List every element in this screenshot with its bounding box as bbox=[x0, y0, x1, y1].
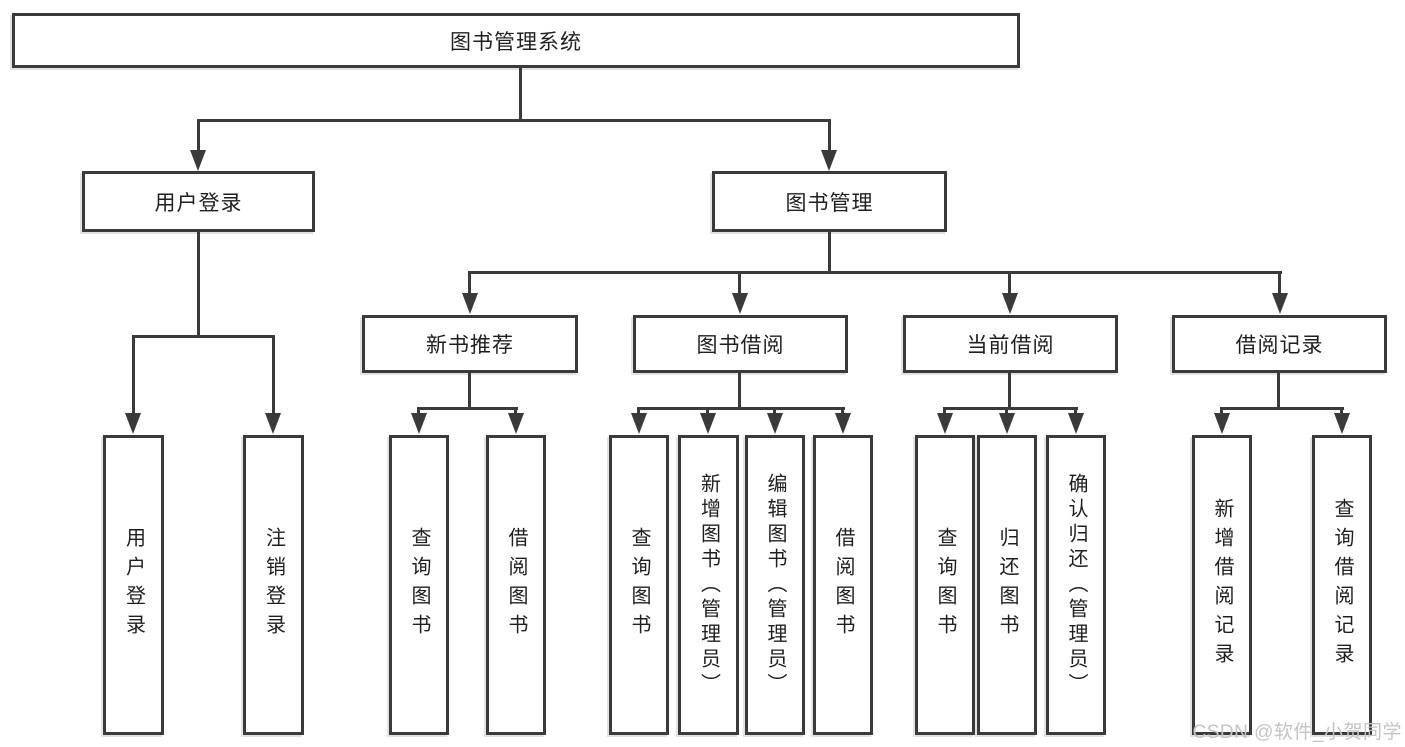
connector-br-split bbox=[1220, 407, 1344, 410]
arrow-down bbox=[821, 150, 837, 171]
arrow-down bbox=[1068, 413, 1084, 434]
connector-nb-arm bbox=[417, 407, 420, 416]
connector-book-mgmt-arm bbox=[1278, 271, 1281, 295]
connector-user-login-arm bbox=[132, 335, 135, 415]
connector-bb-stem bbox=[738, 373, 741, 409]
arrow-down bbox=[125, 413, 141, 434]
connector-user-login-stem bbox=[197, 232, 200, 337]
leaf-br-add-record: 新增借阅记录 bbox=[1192, 435, 1252, 735]
leaf-logout-label: 注销登录 bbox=[262, 527, 285, 643]
leaf-cb-return-books-label: 归还图书 bbox=[996, 527, 1018, 643]
connector-br-stem bbox=[1277, 373, 1280, 409]
leaf-cb-confirm-return-admin-label: 确认归还（管理员） bbox=[1065, 472, 1087, 698]
connector-cb-arm bbox=[943, 407, 946, 416]
connector-bb-arm bbox=[773, 407, 776, 416]
arrow-down bbox=[1272, 293, 1288, 314]
leaf-bb-borrow-books-label: 借阅图书 bbox=[832, 527, 854, 643]
leaf-cb-confirm-return-admin: 确认归还（管理员） bbox=[1046, 435, 1106, 735]
leaf-bb-edit-books-admin-label: 编辑图书（管理员） bbox=[764, 472, 786, 698]
connector-book-mgmt-stem bbox=[828, 232, 831, 273]
arrow-down bbox=[1002, 293, 1018, 314]
connector-book-mgmt-split bbox=[469, 271, 1282, 274]
arrow-down bbox=[508, 413, 524, 434]
node-library-management-system-label: 图书管理系统 bbox=[450, 30, 582, 54]
connector-book-mgmt-arm bbox=[738, 271, 741, 295]
node-library-management-system: 图书管理系统 bbox=[12, 13, 1020, 68]
leaf-bb-borrow-books: 借阅图书 bbox=[813, 435, 873, 735]
leaf-nb-query-books: 查询图书 bbox=[389, 435, 449, 735]
arrow-down bbox=[835, 413, 851, 434]
leaf-br-query-record: 查询借阅记录 bbox=[1312, 435, 1372, 735]
node-book-borrowing: 图书借阅 bbox=[633, 315, 848, 373]
leaf-cb-query-books: 查询图书 bbox=[915, 435, 975, 735]
connector-br-arm bbox=[1340, 407, 1343, 416]
node-book-borrowing-label: 图书借阅 bbox=[696, 334, 785, 357]
watermark: CSDN @软件_小贺同学 bbox=[1192, 722, 1402, 743]
node-new-book-recommend: 新书推荐 bbox=[362, 315, 578, 373]
leaf-bb-query-books: 查询图书 bbox=[609, 435, 669, 735]
connector-bb-arm bbox=[637, 407, 640, 416]
connector-root-right-arm bbox=[828, 119, 831, 152]
connector-user-login-split bbox=[132, 335, 275, 338]
leaf-cb-return-books: 归还图书 bbox=[977, 435, 1037, 735]
arrow-down bbox=[462, 293, 478, 314]
connector-cb-stem bbox=[1008, 373, 1011, 409]
connector-bb-arm bbox=[841, 407, 844, 416]
node-user-login: 用户登录 bbox=[82, 171, 315, 232]
arrow-down bbox=[700, 413, 716, 434]
connector-br-arm bbox=[1220, 407, 1223, 416]
leaf-cb-query-books-label: 查询图书 bbox=[934, 527, 956, 643]
node-new-book-recommend-label: 新书推荐 bbox=[426, 334, 514, 357]
connector-bb-arm bbox=[706, 407, 709, 416]
node-borrow-records: 借阅记录 bbox=[1172, 315, 1387, 373]
arrow-down bbox=[411, 413, 427, 434]
arrow-down bbox=[732, 293, 748, 314]
connector-cb-arm bbox=[1074, 407, 1077, 416]
connector-cb-arm bbox=[1005, 407, 1008, 416]
leaf-user-login: 用户登录 bbox=[103, 435, 164, 735]
node-book-management: 图书管理 bbox=[712, 171, 947, 232]
connector-nb-arm bbox=[514, 407, 517, 416]
arrow-down bbox=[265, 413, 281, 434]
leaf-bb-edit-books-admin: 编辑图书（管理员） bbox=[745, 435, 805, 735]
arrow-down bbox=[631, 413, 647, 434]
node-book-management-label: 图书管理 bbox=[785, 191, 874, 215]
leaf-nb-query-books-label: 查询图书 bbox=[408, 527, 430, 643]
arrow-down bbox=[999, 413, 1015, 434]
connector-root-stem bbox=[519, 68, 522, 119]
connector-nb-stem bbox=[468, 373, 471, 409]
leaf-logout: 注销登录 bbox=[243, 435, 304, 735]
connector-book-mgmt-arm bbox=[468, 271, 471, 295]
connector-bb-split bbox=[637, 407, 845, 410]
leaf-br-query-record-label: 查询借阅记录 bbox=[1331, 498, 1353, 672]
arrow-down bbox=[190, 150, 206, 171]
leaf-bb-add-books-admin: 新增图书（管理员） bbox=[678, 435, 739, 735]
connector-cb-split bbox=[943, 407, 1078, 410]
node-current-borrowing-label: 当前借阅 bbox=[966, 334, 1055, 357]
arrow-down bbox=[1334, 413, 1350, 434]
leaf-nb-borrow-books: 借阅图书 bbox=[486, 435, 546, 735]
arrow-down bbox=[1214, 413, 1230, 434]
arrow-down bbox=[767, 413, 783, 434]
connector-book-mgmt-arm bbox=[1008, 271, 1011, 295]
connector-nb-split bbox=[418, 407, 518, 410]
node-current-borrowing: 当前借阅 bbox=[903, 315, 1118, 373]
connector-user-login-arm bbox=[272, 335, 275, 415]
connector-root-split bbox=[197, 119, 831, 122]
leaf-nb-borrow-books-label: 借阅图书 bbox=[505, 527, 527, 643]
leaf-bb-add-books-admin-label: 新增图书（管理员） bbox=[697, 472, 720, 698]
connector-root-left-arm bbox=[197, 119, 200, 152]
node-borrow-records-label: 借阅记录 bbox=[1235, 334, 1324, 357]
leaf-bb-query-books-label: 查询图书 bbox=[628, 527, 650, 643]
leaf-br-add-record-label: 新增借阅记录 bbox=[1211, 498, 1233, 672]
node-user-login-label: 用户登录 bbox=[154, 191, 243, 215]
arrow-down bbox=[937, 413, 953, 434]
leaf-user-login-label: 用户登录 bbox=[122, 527, 145, 643]
